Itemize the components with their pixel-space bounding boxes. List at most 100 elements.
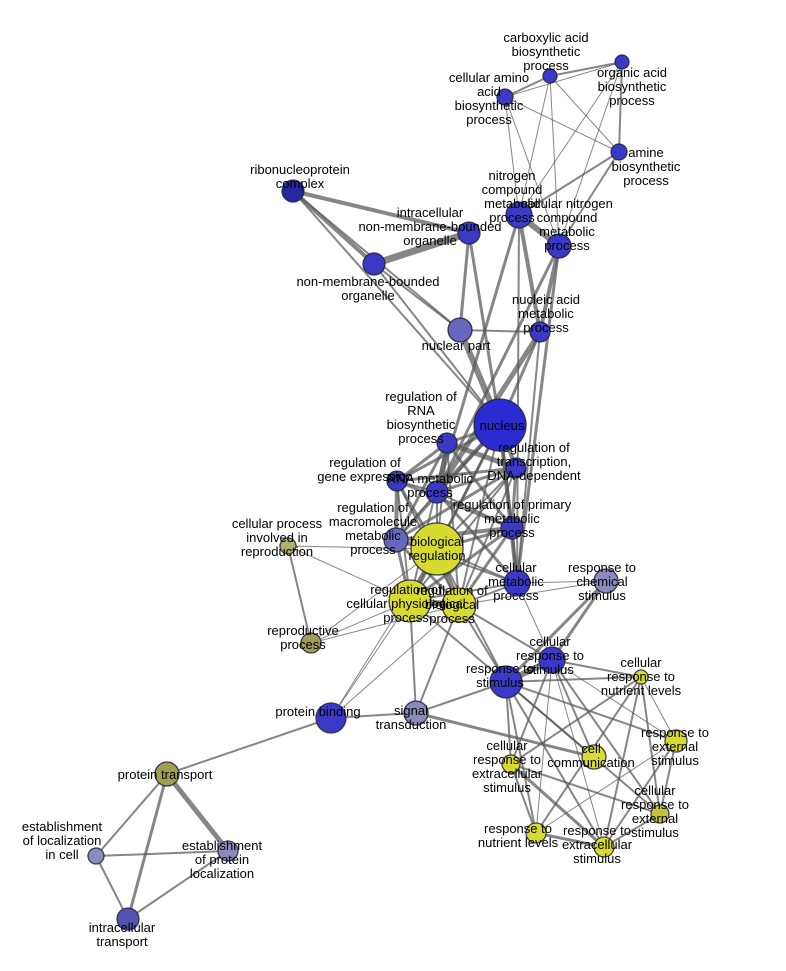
edge-reg_gene-reg_primary bbox=[395, 479, 514, 530]
edge-resp_external-resp_nutrient bbox=[535, 740, 677, 834]
node-reg_rna[interactable] bbox=[436, 432, 458, 454]
node-reg_cell_phys[interactable] bbox=[388, 579, 432, 623]
edge-cell_resp_nutrient-cell_resp_extracell bbox=[510, 676, 642, 765]
edge-resp_stim-cell_resp_external bbox=[505, 681, 661, 815]
node-reg_transcription[interactable] bbox=[505, 457, 527, 479]
edge-reg_rna-reg_biological bbox=[446, 442, 460, 606]
node-ribo[interactable] bbox=[281, 179, 305, 203]
node-bio_reg[interactable] bbox=[410, 522, 464, 576]
edge-cell_nitrogen-cell_metab bbox=[515, 244, 561, 585]
node-est_loc_cell[interactable] bbox=[87, 847, 105, 865]
node-nuclear_part[interactable] bbox=[447, 317, 473, 343]
node-organic[interactable] bbox=[614, 54, 630, 70]
edge-est_prot_loc-est_loc_cell bbox=[95, 850, 229, 857]
node-nucleus[interactable] bbox=[473, 398, 527, 452]
node-resp_extracell[interactable] bbox=[593, 836, 615, 858]
node-cell_resp_extracell[interactable] bbox=[501, 754, 521, 774]
edge-reg_rna-reg_primary bbox=[445, 441, 514, 530]
edge-amine-cell_nitrogen bbox=[558, 151, 620, 247]
node-nitrogen[interactable] bbox=[505, 201, 533, 229]
edge-resp_stim-cell_resp_nutrient bbox=[505, 676, 642, 683]
edge-cell_nitrogen-rna_metab bbox=[435, 244, 561, 494]
node-reg_gene[interactable] bbox=[386, 470, 408, 492]
node-resp_stim[interactable] bbox=[489, 665, 523, 699]
edge-resp_chem-reg_biological bbox=[458, 580, 607, 606]
node-resp_chem[interactable] bbox=[593, 568, 619, 594]
edge-organic-amine bbox=[618, 61, 623, 153]
node-cell_resp_external[interactable] bbox=[650, 804, 670, 824]
edge-cpir-repro bbox=[287, 545, 312, 644]
edge-protein_transport-intracell_transport bbox=[126, 772, 169, 921]
node-protein_binding[interactable] bbox=[315, 702, 347, 734]
node-intracell_transport[interactable] bbox=[116, 907, 140, 931]
node-nucleic[interactable] bbox=[529, 321, 551, 343]
node-reg_macromol[interactable] bbox=[383, 527, 409, 553]
edge-repro-reg_biological bbox=[310, 604, 460, 644]
node-est_prot_loc[interactable] bbox=[217, 840, 239, 862]
edge-cell_resp_stim-cell_resp_extracell bbox=[510, 659, 553, 765]
edge-protein_transport-est_loc_cell bbox=[95, 773, 168, 857]
node-cell_metab[interactable] bbox=[503, 569, 531, 597]
node-signal_trans[interactable] bbox=[403, 700, 429, 726]
node-amine[interactable] bbox=[610, 143, 628, 161]
edge-cell_resp_stim-cell_metab bbox=[516, 582, 553, 661]
node-repro[interactable] bbox=[300, 632, 322, 654]
node-protein_transport[interactable] bbox=[154, 761, 180, 787]
node-label-nuclear_part: nuclear part bbox=[422, 338, 491, 353]
node-label-protein_binding: protein binding bbox=[275, 704, 360, 719]
edge-reg_transcription-reg_biological bbox=[458, 467, 517, 606]
node-intra_nmbo[interactable] bbox=[457, 221, 481, 245]
node-resp_external[interactable] bbox=[664, 729, 688, 753]
edge-resp_chem-cell_metab bbox=[516, 580, 607, 584]
node-cell_amino[interactable] bbox=[496, 88, 514, 106]
edge-organic-nitrogen bbox=[518, 61, 623, 216]
node-resp_nutrient[interactable] bbox=[525, 822, 547, 844]
edge-nmbo-nuclear_part bbox=[373, 263, 461, 331]
edge-carboxylic-nitrogen bbox=[518, 75, 551, 216]
node-label-nucleus: nucleus bbox=[480, 418, 525, 433]
edge-cell_resp_nutrient-resp_external bbox=[640, 676, 677, 742]
edge-reg_transcription-rna_metab bbox=[435, 466, 518, 494]
node-label-protein_transport: protein transport bbox=[118, 767, 213, 782]
node-reg_biological[interactable] bbox=[441, 587, 477, 623]
node-cpir[interactable] bbox=[279, 537, 297, 555]
node-rna_metab[interactable] bbox=[425, 480, 449, 504]
edge-rna_metab-reg_primary bbox=[436, 491, 513, 529]
edge-cell_resp_nutrient-cell_resp_external bbox=[640, 676, 661, 815]
edge-ribo-intra_nmbo bbox=[291, 189, 471, 235]
node-nmbo[interactable] bbox=[362, 252, 386, 276]
edge-resp_extracell-cell_resp_external bbox=[603, 813, 661, 848]
edge-est_loc_cell-intracell_transport bbox=[95, 855, 129, 920]
node-cell_comm[interactable] bbox=[581, 744, 607, 770]
node-reg_primary[interactable] bbox=[500, 516, 524, 540]
edge-resp_extracell-cell_resp_extracell bbox=[509, 762, 606, 849]
node-cell_nitrogen[interactable] bbox=[546, 233, 572, 259]
edge-cell_resp_stim-cell_comm bbox=[551, 659, 595, 758]
edge-carboxylic-amine bbox=[549, 75, 620, 153]
edge-cell_amino-nitrogen bbox=[504, 96, 520, 216]
node-carboxylic[interactable] bbox=[542, 68, 558, 84]
node-cell_resp_stim[interactable] bbox=[538, 646, 566, 674]
node-cell_resp_nutrient[interactable] bbox=[633, 669, 649, 685]
edges-layer bbox=[95, 61, 677, 921]
